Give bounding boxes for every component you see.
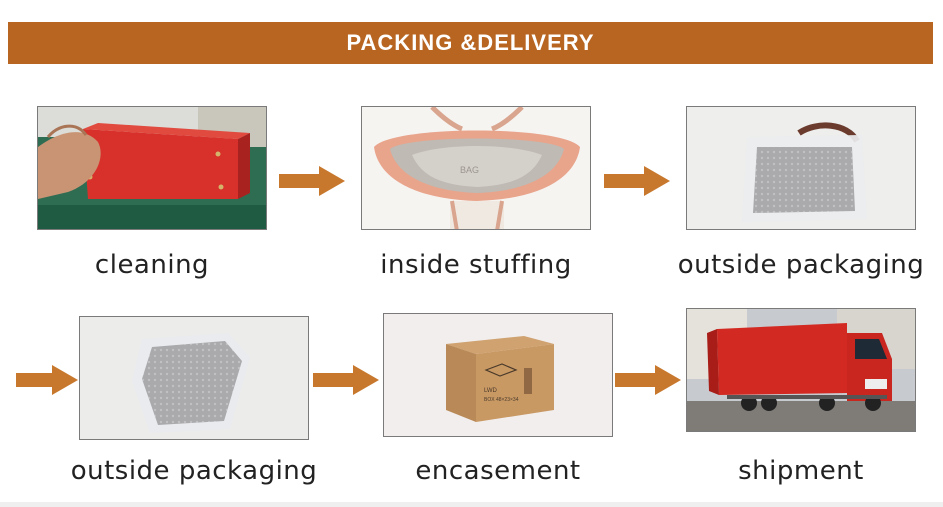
inside-stuffing-photo: BAG [361,106,591,230]
box-print-line2: BOX 48×23×34 [484,397,519,403]
section-header-banner: PACKING &DELIVERY [8,22,933,64]
arrow-right-icon [604,165,670,197]
step-label-cleaning: cleaning [94,250,210,280]
arrow-right-icon [279,165,345,197]
encasement-photo: LWD BOX 48×23×34 [383,313,613,437]
outside-packaging-photo-2 [79,316,309,440]
box-print-line1: LWD [484,388,498,394]
step-label-inside-stuffing: inside stuffing [380,250,572,280]
svg-text:BAG: BAG [460,165,479,175]
outside-packaging-photo-1 [686,106,916,230]
step-label-shipment: shipment [738,456,864,486]
cleaning-photo [37,106,267,230]
step-label-outside-packaging: outside packaging [70,456,318,486]
arrow-right-icon [313,364,379,396]
shipment-photo [686,308,916,432]
step-label-outside-packaging: outside packaging [677,250,925,280]
page-title: PACKING &DELIVERY [346,30,595,55]
arrow-right-icon [615,364,681,396]
bottom-divider [0,502,943,507]
step-label-encasement: encasement [415,456,581,486]
arrow-right-icon [16,364,78,396]
